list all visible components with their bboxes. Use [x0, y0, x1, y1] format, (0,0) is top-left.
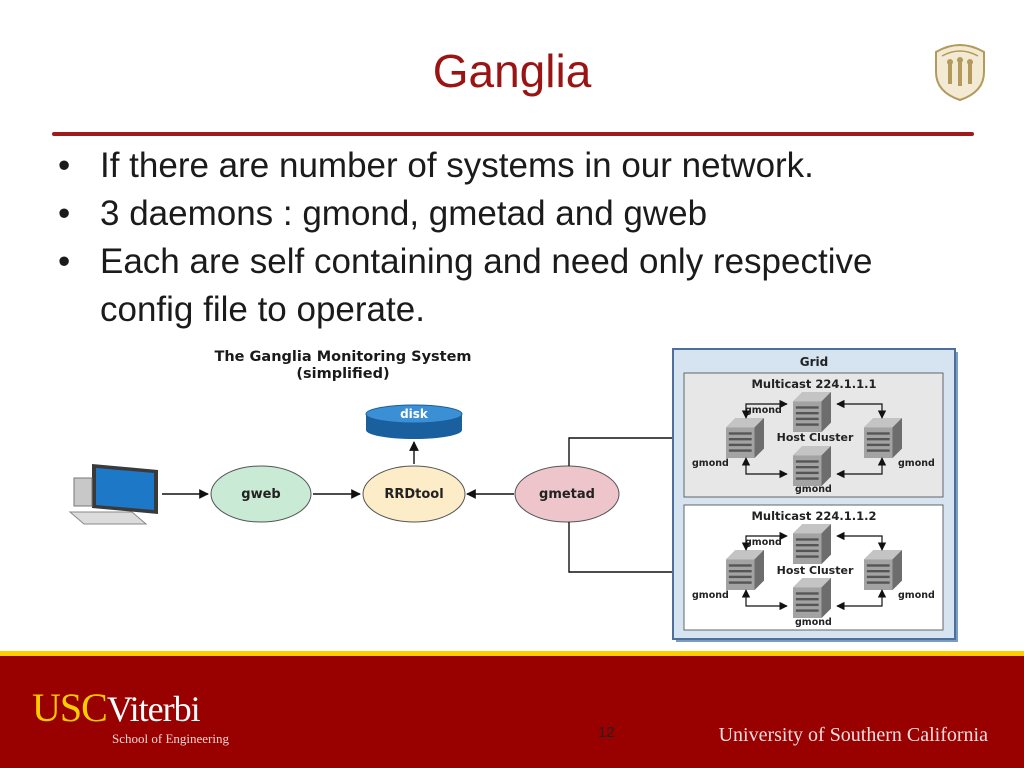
usc-seal-icon [935, 44, 985, 102]
bullet-dot: • [58, 242, 71, 281]
diagram-subtitle: (simplified) [296, 366, 389, 382]
usc-wordmark: USC [32, 685, 108, 730]
viterbi-wordmark: Viterbi [106, 689, 201, 729]
gmond-label: gmond [795, 484, 832, 495]
grid-label: Grid [800, 355, 828, 369]
gmond-label: gmond [692, 458, 729, 469]
disk-node: disk [365, 404, 463, 439]
multicast-label: Multicast 224.1.1.1 [751, 377, 876, 391]
ganglia-diagram: The Ganglia Monitoring System (simplifie… [68, 348, 958, 642]
bullet-list: • If there are number of systems in our n… [58, 142, 958, 334]
university-name: University of Southern California [718, 724, 988, 746]
bullet-item: • If there are number of systems in our n… [58, 142, 958, 190]
footer-bar: USCViterbi School of Engineering 12 Univ… [0, 651, 1024, 768]
flow-arrows [162, 433, 721, 577]
bullet-item: • Each are self containing and need only … [58, 238, 958, 334]
gweb-label: gweb [241, 487, 280, 502]
bullet-text: 3 daemons : gmond, gmetad and gweb [100, 194, 708, 233]
bullet-dot: • [58, 194, 71, 233]
bullet-text: If there are number of systems in our ne… [100, 146, 814, 185]
bullet-dot: • [58, 146, 71, 185]
bullet-item: • 3 daemons : gmond, gmetad and gweb [58, 190, 958, 238]
diagram-title: The Ganglia Monitoring System [214, 349, 471, 365]
cluster-box-2: Multicast 224.1.1.2 Host Cluster gmond g… [683, 504, 944, 631]
gmetad-node: gmetad [514, 465, 620, 523]
host-cluster-label: Host Cluster [777, 431, 854, 444]
gmetad-label: gmetad [539, 487, 595, 502]
school-name: School of Engineering [112, 731, 229, 746]
cluster-box-1: Multicast 224.1.1.1 Host Cluster gmond g… [683, 372, 944, 498]
gmond-label: gmond [692, 590, 729, 601]
gmond-label: gmond [898, 458, 935, 469]
gmond-label: gmond [745, 537, 782, 548]
computer-icon [68, 464, 160, 525]
rrdtool-label: RRDtool [384, 487, 443, 502]
disk-label: disk [400, 407, 429, 421]
gmond-label: gmond [745, 405, 782, 416]
multicast-label: Multicast 224.1.1.2 [751, 509, 876, 523]
page-number: 12 [598, 724, 615, 741]
gmond-label: gmond [898, 590, 935, 601]
rrdtool-node: RRDtool [362, 465, 466, 523]
usc-viterbi-logo: USCViterbi [32, 684, 201, 731]
slide-title: Ganglia [432, 45, 592, 97]
grid-panel: Grid Multicast 224.1.1.1 Host Cluster gm… [672, 348, 958, 642]
bullet-text: Each are self containing and need only r… [100, 242, 873, 329]
host-cluster-label: Host Cluster [777, 564, 854, 577]
gmond-label: gmond [795, 617, 832, 628]
gweb-node: gweb [210, 465, 312, 523]
title-divider [52, 132, 974, 136]
